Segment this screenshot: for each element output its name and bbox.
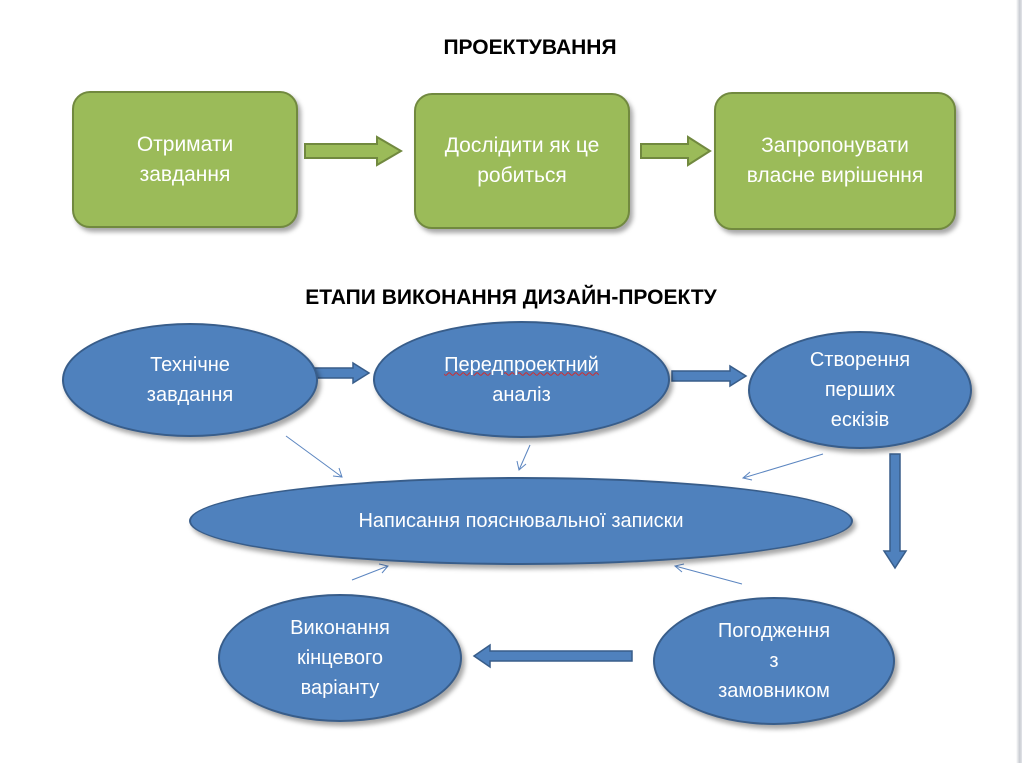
blue-arrow-sketches-to-approval	[882, 453, 908, 570]
stage-final-version-line3: варіанту	[300, 677, 380, 699]
thin-arrow-from-approval	[674, 565, 743, 585]
stage-final-version: Виконання кінцевого варіанту	[218, 594, 462, 722]
stage-final-version-line1: Виконання	[290, 617, 390, 639]
stage-final-version-line2: кінцевого	[296, 647, 384, 669]
thin-arrow-from-analysis	[518, 444, 531, 471]
stage-first-sketches-line3: ескізів	[830, 409, 890, 431]
blue-arrow-analysis-to-sketches	[671, 364, 748, 388]
stage-explanatory-note: Написання пояснювальної записки	[189, 477, 853, 565]
blue-arrow-tech-to-analysis	[313, 361, 371, 385]
stage-client-approval-line1: Погодження	[717, 620, 831, 642]
stage-preproject-analysis: Передпроектний аналіз	[373, 321, 670, 438]
stage-explanatory-note-text: Написання пояснювальної записки	[358, 510, 684, 532]
thin-arrow-from-sketches	[742, 453, 824, 479]
stage-first-sketches-line2: перших	[824, 379, 896, 401]
stage-preproject-analysis-line1: Передпроектний	[444, 353, 599, 376]
thin-arrow-from-tech	[285, 435, 343, 478]
step-propose-line1: Запропонувати	[761, 134, 909, 157]
step-research: Дослідити як це робиться	[414, 93, 630, 229]
stage-client-approval: Погодження з замовником	[653, 597, 895, 725]
step-research-line2: робиться	[477, 164, 567, 187]
stage-technical-task: Технічне завдання	[62, 323, 318, 437]
stage-technical-task-line1: Технічне	[150, 354, 230, 376]
step-get-task: Отримати завдання	[72, 91, 298, 228]
step-research-line1: Дослідити як це	[444, 134, 600, 157]
slide-right-edge	[1016, 0, 1022, 763]
blue-arrow-approval-to-final	[472, 643, 633, 669]
stage-first-sketches-line1: Створення	[809, 349, 911, 371]
step-get-task-line2: завдання	[139, 162, 231, 186]
design-heading: ПРОЕКТУВАННЯ	[443, 36, 617, 59]
stage-preproject-analysis-line2: аналіз	[492, 383, 551, 406]
step-get-task-line1: Отримати	[136, 132, 234, 156]
green-arrow-1	[304, 135, 403, 167]
stage-client-approval-line2: з	[769, 650, 779, 672]
stage-client-approval-line3: замовником	[718, 680, 830, 702]
thin-arrow-from-final	[351, 565, 389, 581]
stages-heading: ЕТАПИ ВИКОНАННЯ ДИЗАЙН-ПРОЕКТУ	[305, 286, 717, 309]
green-arrow-2	[640, 135, 712, 167]
step-propose-line2: власне вирішення	[746, 164, 924, 187]
stage-first-sketches: Створення перших ескізів	[748, 331, 972, 449]
stage-technical-task-line2: завдання	[146, 384, 234, 406]
step-propose-solution: Запропонувати власне вирішення	[714, 92, 956, 230]
